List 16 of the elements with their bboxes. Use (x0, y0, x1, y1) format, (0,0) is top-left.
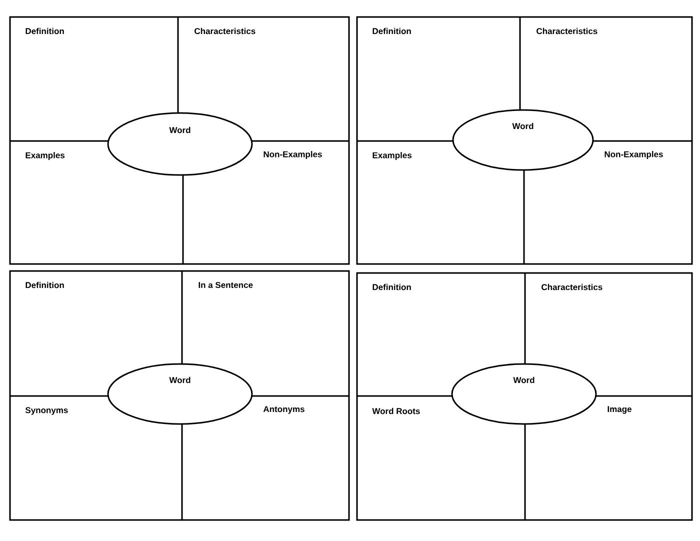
quadrant-label: Definition (372, 28, 411, 34)
quadrant-label: Characteristics (542, 284, 602, 290)
quadrant-label: Definition (26, 282, 64, 288)
quadrant-label: Word Roots (372, 408, 420, 414)
quadrant-label: Characteristics (194, 28, 256, 34)
quadrant-label: Non-Examples (264, 151, 322, 159)
quadrant-label: Examples (372, 152, 412, 160)
quadrant-label: Examples (26, 152, 65, 160)
quadrant-label: Synonyms (25, 407, 68, 415)
quadrant-label: Non-Examples (604, 151, 663, 159)
quadrant-label: Characteristics (536, 28, 598, 34)
quadrant-label: In a Sentence (198, 282, 253, 288)
quadrant-label: Image (608, 406, 632, 414)
quadrant-label: Antonyms (263, 406, 304, 414)
quadrant-label: Definition (26, 28, 64, 34)
quadrant-label: Definition (372, 284, 411, 290)
